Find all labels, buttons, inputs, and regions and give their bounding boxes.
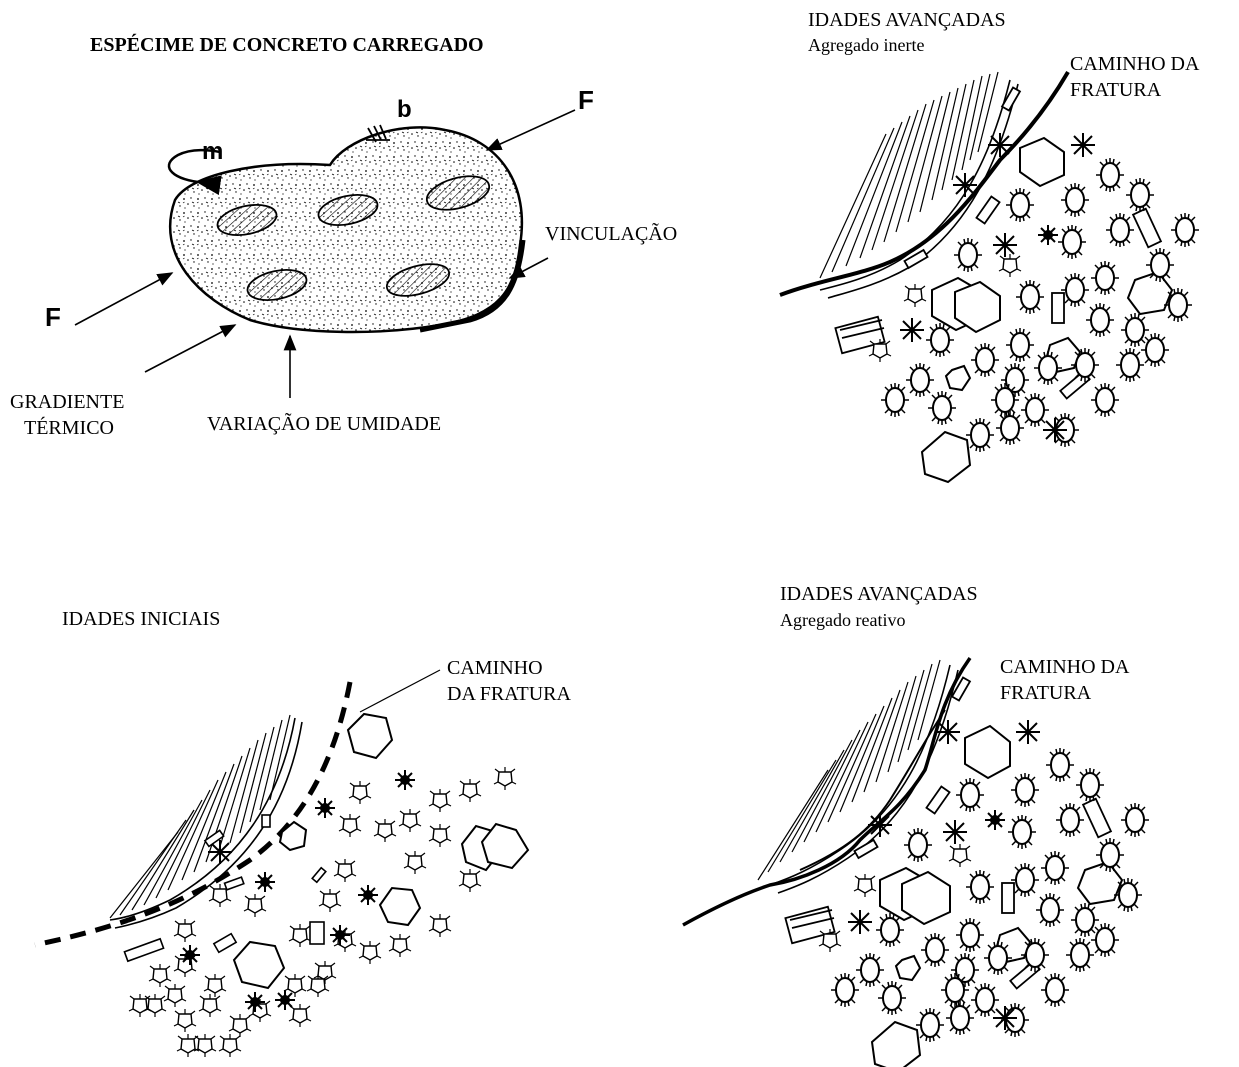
force-label-left: F (45, 305, 61, 329)
restraint-label: VINCULAÇÃO (545, 222, 677, 246)
panel-inert-title: IDADES AVANÇADAS (808, 8, 1006, 32)
hexagon-aggregate (922, 432, 970, 482)
panel-inert-path-line2: FRATURA (1070, 78, 1161, 102)
panel-inert-path-line1: CAMINHO DA (1070, 52, 1199, 76)
panel-reactive-subtitle: Agregado reativo (780, 608, 905, 632)
panel-early-drawing (35, 670, 528, 1057)
hexagon-aggregate (348, 714, 392, 758)
panel-reactive-path-line1: CAMINHO DA (1000, 655, 1129, 679)
hexagon-aggregate (1128, 272, 1172, 314)
specimen-drawing (75, 110, 575, 398)
label-m: m (202, 140, 223, 164)
panel-reactive-drawing (683, 658, 1149, 1067)
panel-reactive-path-line2: FRATURA (1000, 681, 1091, 705)
humidity-label: VARIAÇÃO DE UMIDADE (207, 412, 441, 436)
specimen-title: ESPÉCIME DE CONCRETO CARREGADO (90, 33, 484, 57)
hexagon-aggregate (965, 726, 1010, 778)
hexagon-aggregate (234, 942, 284, 988)
panel-early-path-line1: CAMINHO (447, 656, 543, 680)
hexagon-aggregate (1078, 862, 1122, 904)
panel-early-title: IDADES INICIAIS (62, 607, 220, 631)
fracture-path (780, 72, 1068, 295)
panel-early-path-line2: DA FRATURA (447, 682, 571, 706)
thermal-gradient-label-line1: GRADIENTE (10, 390, 124, 414)
panel-reactive-title: IDADES AVANÇADAS (780, 582, 978, 606)
hexagon-aggregate (896, 956, 920, 980)
hexagon-aggregate (1020, 138, 1064, 186)
label-b: b (397, 98, 412, 122)
thermal-gradient-label-line2: TÉRMICO (24, 416, 114, 440)
force-arrow-top (487, 110, 575, 150)
force-arrow-left (75, 273, 172, 325)
interface-band (828, 84, 1018, 298)
fracture-pointer (360, 670, 440, 712)
force-label-top: F (578, 88, 594, 112)
hexagon-aggregate (946, 366, 970, 390)
hexagon-aggregate (872, 1022, 920, 1067)
hexagon-aggregate (380, 888, 420, 925)
panel-inert-subtitle: Agregado inerte (808, 33, 924, 57)
panel-inert-drawing (780, 72, 1199, 482)
thermal-arrow (145, 325, 235, 372)
